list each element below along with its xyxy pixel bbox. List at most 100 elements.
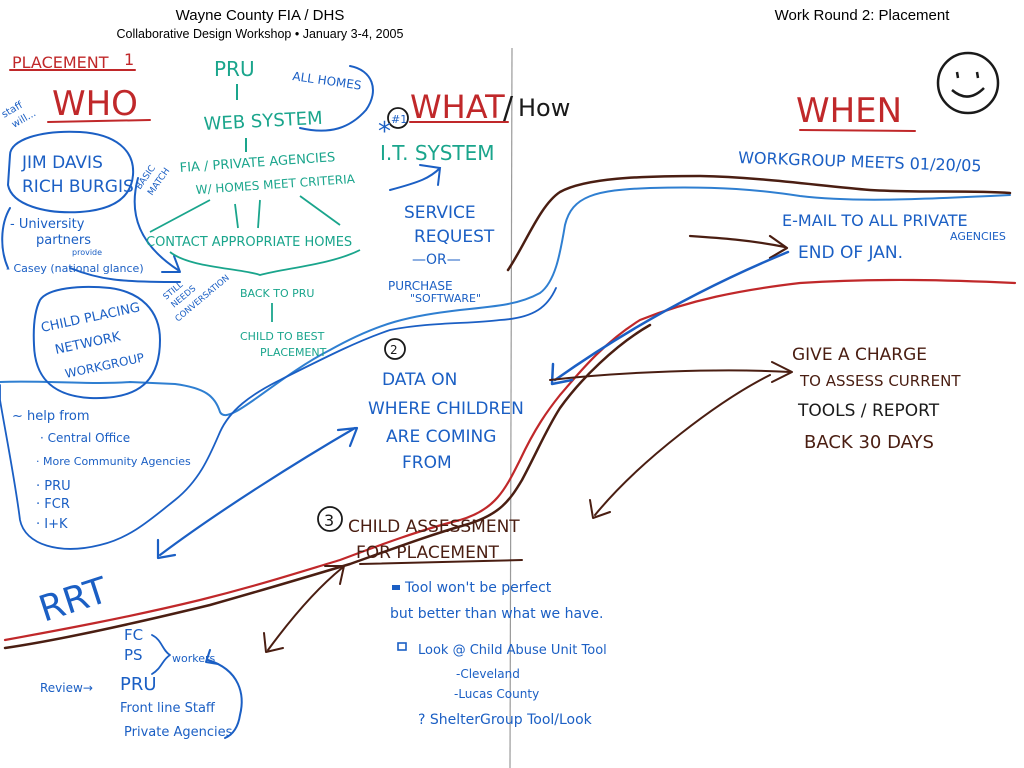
charge-line-2: TO ASSESS CURRENT bbox=[799, 372, 961, 390]
rrt-workers: workers bbox=[172, 652, 216, 665]
charge-line-4: BACK 30 DAYS bbox=[804, 432, 934, 453]
bracket-workers bbox=[151, 634, 171, 675]
look-line-2: -Cleveland bbox=[456, 667, 520, 681]
how-divider: / bbox=[503, 91, 514, 126]
placement-number: 1 bbox=[124, 50, 134, 69]
blue-outline-curve bbox=[0, 287, 557, 550]
arrow-email-to-who bbox=[688, 234, 787, 249]
circle-number-2 bbox=[384, 338, 406, 360]
header-event: Collaborative Design Workshop • January … bbox=[116, 27, 404, 41]
data-line-3: ARE COMING bbox=[386, 427, 496, 447]
arrow-charge-head bbox=[771, 361, 793, 383]
arrow-review-head bbox=[205, 649, 219, 665]
purchase-line-1: PURCHASE bbox=[388, 279, 453, 293]
or-label: —OR— bbox=[412, 252, 461, 268]
rrt-ps: PS bbox=[124, 646, 143, 664]
child-best-2: PLACEMENT bbox=[260, 346, 327, 359]
data-line-2: WHERE CHILDREN bbox=[368, 399, 524, 419]
rrt-front-line: Front line Staff bbox=[120, 701, 216, 716]
web-system-label: WEB SYSTEM bbox=[203, 108, 323, 135]
arrow-assess-rrt-heads bbox=[263, 565, 345, 653]
arrow-rrt-head bbox=[156, 538, 177, 560]
bracket-who bbox=[1, 207, 11, 269]
help-item-5: · I+K bbox=[36, 517, 68, 532]
brown-flow-curve-bottom bbox=[3, 323, 652, 650]
arrow-head-email bbox=[768, 234, 789, 260]
circle-number-1 bbox=[387, 107, 409, 129]
arrow-blue-basic-match bbox=[133, 177, 179, 271]
arrow-assess-head bbox=[589, 499, 611, 519]
agencies-line-2: W/ HOMES MEET CRITERIA bbox=[195, 172, 356, 197]
when-heading: WHEN bbox=[796, 91, 902, 131]
number-1-label: #1 bbox=[391, 113, 407, 126]
help-item-1: · Central Office bbox=[40, 431, 130, 445]
red-flow-curve bbox=[3, 278, 1017, 642]
arrow-blue-data-head bbox=[550, 362, 574, 386]
rrt-private: Private Agencies bbox=[124, 725, 233, 740]
network-line-3: WORKGROUP bbox=[64, 350, 146, 380]
bullet-1 bbox=[392, 585, 400, 590]
bullet-2 bbox=[397, 642, 407, 651]
number-2-label: 2 bbox=[390, 343, 398, 357]
look-line-3: -Lucas County bbox=[454, 687, 539, 701]
arrow-charge-to-assess bbox=[594, 374, 771, 516]
email-line-2: END OF JAN. bbox=[798, 243, 903, 263]
email-line-1b: AGENCIES bbox=[950, 230, 1006, 243]
how-heading: How bbox=[518, 94, 570, 122]
shelter-line: ? ShelterGroup Tool/Look bbox=[418, 712, 593, 728]
placement-title: PLACEMENT bbox=[12, 53, 109, 72]
child-best-1: CHILD TO BEST bbox=[240, 330, 325, 343]
email-line-1: E-MAIL TO ALL PRIVATE bbox=[782, 211, 968, 230]
network-line-2: NETWORK bbox=[54, 329, 123, 358]
who-partners-1: - University bbox=[10, 217, 85, 232]
purchase-line-2: "SOFTWARE" bbox=[410, 292, 481, 305]
blue-flow-curve bbox=[0, 186, 1011, 417]
rrt-pru: PRU bbox=[120, 674, 157, 695]
who-casey-note: provide bbox=[72, 248, 102, 257]
arrow-basic-match-head bbox=[161, 255, 181, 273]
help-item-4: · FCR bbox=[36, 497, 70, 512]
who-name-jim: JIM DAVIS bbox=[21, 153, 103, 173]
header-round: Work Round 2: Placement bbox=[774, 7, 950, 24]
who-bubbles bbox=[6, 130, 162, 400]
back-to-pru: BACK TO PRU bbox=[240, 287, 314, 300]
charge-line-3: TOOLS / REPORT bbox=[797, 401, 940, 421]
tool-line-2: but better than what we have. bbox=[390, 606, 603, 622]
data-line-4: FROM bbox=[402, 453, 452, 473]
who-heading: WHO bbox=[52, 84, 138, 124]
arrow-data-to-rrt bbox=[158, 426, 357, 557]
service-line-1: SERVICE bbox=[404, 203, 476, 223]
look-line-1: Look @ Child Abuse Unit Tool bbox=[418, 643, 607, 658]
network-line-1: CHILD PLACING bbox=[40, 300, 142, 336]
header-org: Wayne County FIA / DHS bbox=[175, 7, 345, 24]
pru-heading: PRU bbox=[214, 57, 255, 81]
help-item-3: · PRU bbox=[36, 479, 71, 494]
arrow-who-to-network bbox=[69, 267, 181, 283]
arrow-assess-to-rrt bbox=[267, 567, 343, 651]
who-name-rich: RICH BURGIS bbox=[22, 177, 134, 197]
arrow-data-head bbox=[336, 426, 359, 448]
assess-line-2: FOR PLACEMENT bbox=[356, 543, 500, 563]
help-heading: ~ help from bbox=[12, 409, 90, 424]
circle-number-3 bbox=[317, 506, 343, 532]
contact-homes: CONTACT APPROPRIATE HOMES bbox=[146, 235, 352, 250]
help-item-2: · More Community Agencies bbox=[36, 455, 191, 468]
arrow-review-private bbox=[207, 659, 243, 739]
asterisk-mark: * bbox=[378, 117, 391, 147]
who-partners-2: partners bbox=[36, 233, 91, 248]
assess-line-1: CHILD ASSESSMENT bbox=[348, 517, 520, 537]
rrt-fc: FC bbox=[124, 626, 143, 644]
what-heading: WHAT bbox=[410, 88, 505, 126]
brown-flow-curve-top bbox=[506, 174, 1012, 272]
number-3-label: 3 bbox=[324, 511, 334, 530]
arrow-all-homes bbox=[299, 65, 374, 132]
rrt-review: Review→ bbox=[40, 681, 93, 695]
it-system-label: I.T. SYSTEM bbox=[380, 141, 495, 165]
tool-line-1: Tool won't be perfect bbox=[404, 580, 552, 596]
all-homes-label: ALL HOMES bbox=[292, 69, 363, 93]
workgroup-meets: WORKGROUP MEETS 01/20/05 bbox=[738, 148, 982, 175]
board-divider bbox=[509, 47, 513, 768]
arrow-blue-data bbox=[553, 250, 790, 382]
agencies-line-1: FIA / PRIVATE AGENCIES bbox=[179, 150, 336, 176]
